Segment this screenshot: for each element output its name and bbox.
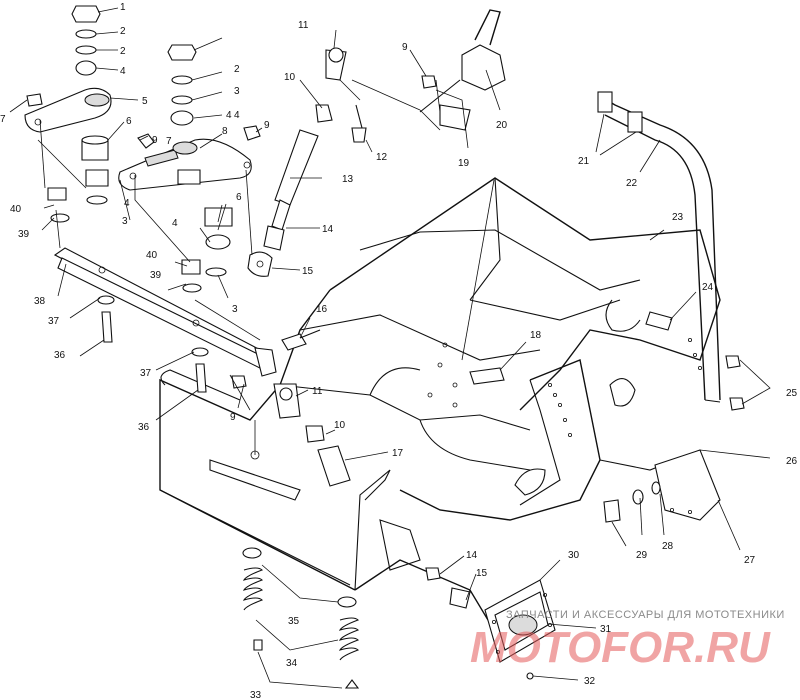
lower-link <box>273 383 351 487</box>
watermark: ЗАПЧАСТИ И АКСЕССУАРЫ ДЛЯ МОТОТЕХНИКИ MO… <box>470 609 785 672</box>
callout-19: 19 <box>458 158 470 169</box>
callout-9: 9 <box>402 42 408 53</box>
callout-11: 11 <box>298 20 309 31</box>
callout-22: 22 <box>626 178 638 189</box>
callout-4: 4 <box>124 198 130 209</box>
callout-3: 3 <box>122 216 128 227</box>
callout-24: 24 <box>702 282 714 293</box>
callout-12: 12 <box>376 152 388 163</box>
callout-9: 9 <box>152 135 158 146</box>
callout-21: 21 <box>578 156 590 167</box>
cross-shaft <box>53 247 277 393</box>
callout-4: 4 <box>172 218 178 229</box>
callout-4: 4 <box>120 66 126 77</box>
chassis-frame <box>159 177 721 641</box>
callout-2: 2 <box>120 26 126 37</box>
callout-38: 38 <box>34 296 46 307</box>
callout-29: 29 <box>636 550 648 561</box>
callout-36: 36 <box>138 422 150 433</box>
callout-39: 39 <box>18 229 30 240</box>
callout-6: 6 <box>236 192 242 203</box>
callout-5: 5 <box>142 96 148 107</box>
steering-linkage <box>24 5 437 293</box>
callout-4: 4 <box>226 110 232 121</box>
callout-9: 9 <box>264 120 270 131</box>
callout-16: 16 <box>316 304 328 315</box>
callout-18: 18 <box>530 330 542 341</box>
right-bracket <box>632 355 745 521</box>
callout-27: 27 <box>744 555 756 566</box>
callout-40: 40 <box>10 204 22 215</box>
callout-15: 15 <box>476 568 488 579</box>
callout-11: 11 <box>312 386 323 397</box>
callout-6: 6 <box>126 116 132 127</box>
callout-31: 31 <box>600 624 612 635</box>
callout-14: 14 <box>466 550 478 561</box>
callout-33: 33 <box>250 690 262 700</box>
callout-17: 17 <box>392 448 404 459</box>
callout-14: 14 <box>322 224 334 235</box>
watermark-logo: MOTOFOR.RU <box>470 623 771 672</box>
callout-15: 15 <box>302 266 314 277</box>
leader-lines <box>9 7 771 689</box>
callout-28: 28 <box>662 541 674 552</box>
tie-rod <box>247 47 347 277</box>
callout-20: 20 <box>496 120 508 131</box>
handlebar-brace <box>597 91 721 403</box>
callout-37: 37 <box>140 368 152 379</box>
steering-post <box>419 9 506 131</box>
callout-7: 7 <box>0 114 6 125</box>
callout-10: 10 <box>334 420 346 431</box>
callout-1: 1 <box>120 2 126 13</box>
callout-26: 26 <box>786 456 798 467</box>
callout-9: 9 <box>230 412 236 423</box>
callout-32: 32 <box>584 676 596 687</box>
callout-39: 39 <box>150 270 162 281</box>
bolts <box>281 104 673 609</box>
springs <box>242 547 360 689</box>
callout-35: 35 <box>288 616 300 627</box>
callout-2: 2 <box>120 46 126 57</box>
callout-8: 8 <box>222 126 228 137</box>
callout-4: 4 <box>234 110 240 121</box>
callout-10: 10 <box>284 72 296 83</box>
watermark-caption: ЗАПЧАСТИ И АКСЕССУАРЫ ДЛЯ МОТОТЕХНИКИ <box>506 609 785 621</box>
callout-7: 7 <box>166 136 172 147</box>
callout-30: 30 <box>568 550 580 561</box>
callout-36: 36 <box>54 350 66 361</box>
callout-2: 2 <box>234 64 240 75</box>
callout-25: 25 <box>786 388 798 399</box>
callout-23: 23 <box>672 212 684 223</box>
front-plate <box>484 579 556 680</box>
callout-13: 13 <box>342 174 354 185</box>
callout-40: 40 <box>146 250 158 261</box>
callout-34: 34 <box>286 658 298 669</box>
callout-37: 37 <box>48 316 60 327</box>
callout-3: 3 <box>232 304 238 315</box>
callout-3: 3 <box>234 86 240 97</box>
